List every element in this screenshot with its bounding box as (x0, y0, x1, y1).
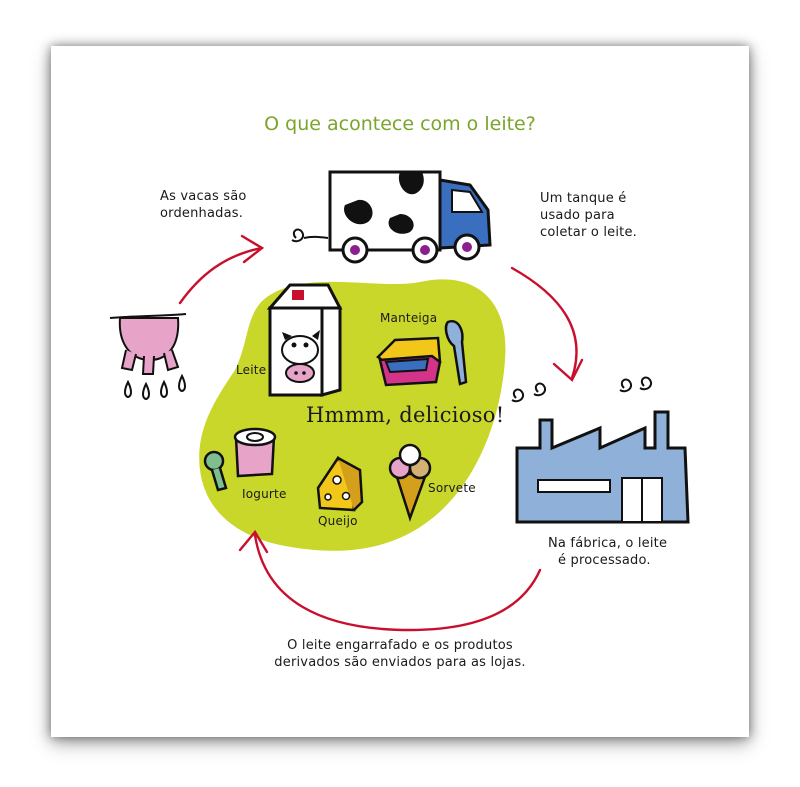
label-icecream: Sorvete (428, 481, 476, 495)
step-milking-text: As vacas são ordenhadas. (160, 188, 247, 222)
step-transport-line-2: usado para (540, 208, 615, 223)
step-factory-text: Na fábrica, o leite é processado. (548, 535, 667, 569)
cycle-arrows (178, 234, 584, 632)
truck-icon (291, 170, 492, 264)
step-milking-line-2: ordenhadas. (160, 206, 244, 221)
arrow-to-truck (178, 246, 264, 305)
label-milk: Leite (236, 363, 267, 377)
cheese-icon (316, 455, 364, 512)
step-transport-line-1: Um tanque é (540, 191, 627, 206)
step-transport-text: Um tanque é usado para coletar o leite. (540, 190, 637, 241)
arrow-to-factory (510, 266, 578, 380)
label-butter: Manteiga (380, 311, 438, 325)
step-milking-line-1: As vacas são (160, 189, 247, 204)
factory-icon (511, 376, 690, 524)
diagram-title: O que acontece com o leite? (264, 113, 536, 135)
arrow-head-factory (552, 358, 584, 382)
butter-icon (376, 319, 468, 387)
udder-icon (109, 313, 187, 401)
arrow-head-truck (240, 234, 265, 264)
arrow-head-stores (238, 529, 269, 554)
step-stores-text: O leite engarrafado e os produtos deriva… (250, 637, 550, 671)
icecream-icon (388, 443, 432, 522)
label-yogurt: Iogurte (242, 487, 287, 501)
step-factory-line-1: Na fábrica, o leite (548, 536, 668, 551)
center-text: Hmmm, delicioso! (306, 403, 505, 427)
label-cheese: Queijo (318, 514, 358, 528)
step-transport-line-3: coletar o leite. (540, 225, 637, 240)
step-stores-line-1: O leite engarrafado e os produtos (287, 638, 513, 653)
step-factory-line-2: é processado. (558, 553, 651, 568)
step-stores-line-2: derivados são enviados para as lojas. (274, 655, 526, 670)
milk-carton-icon (266, 283, 343, 397)
arrow-to-stores (253, 533, 542, 632)
yogurt-icon (203, 427, 277, 492)
